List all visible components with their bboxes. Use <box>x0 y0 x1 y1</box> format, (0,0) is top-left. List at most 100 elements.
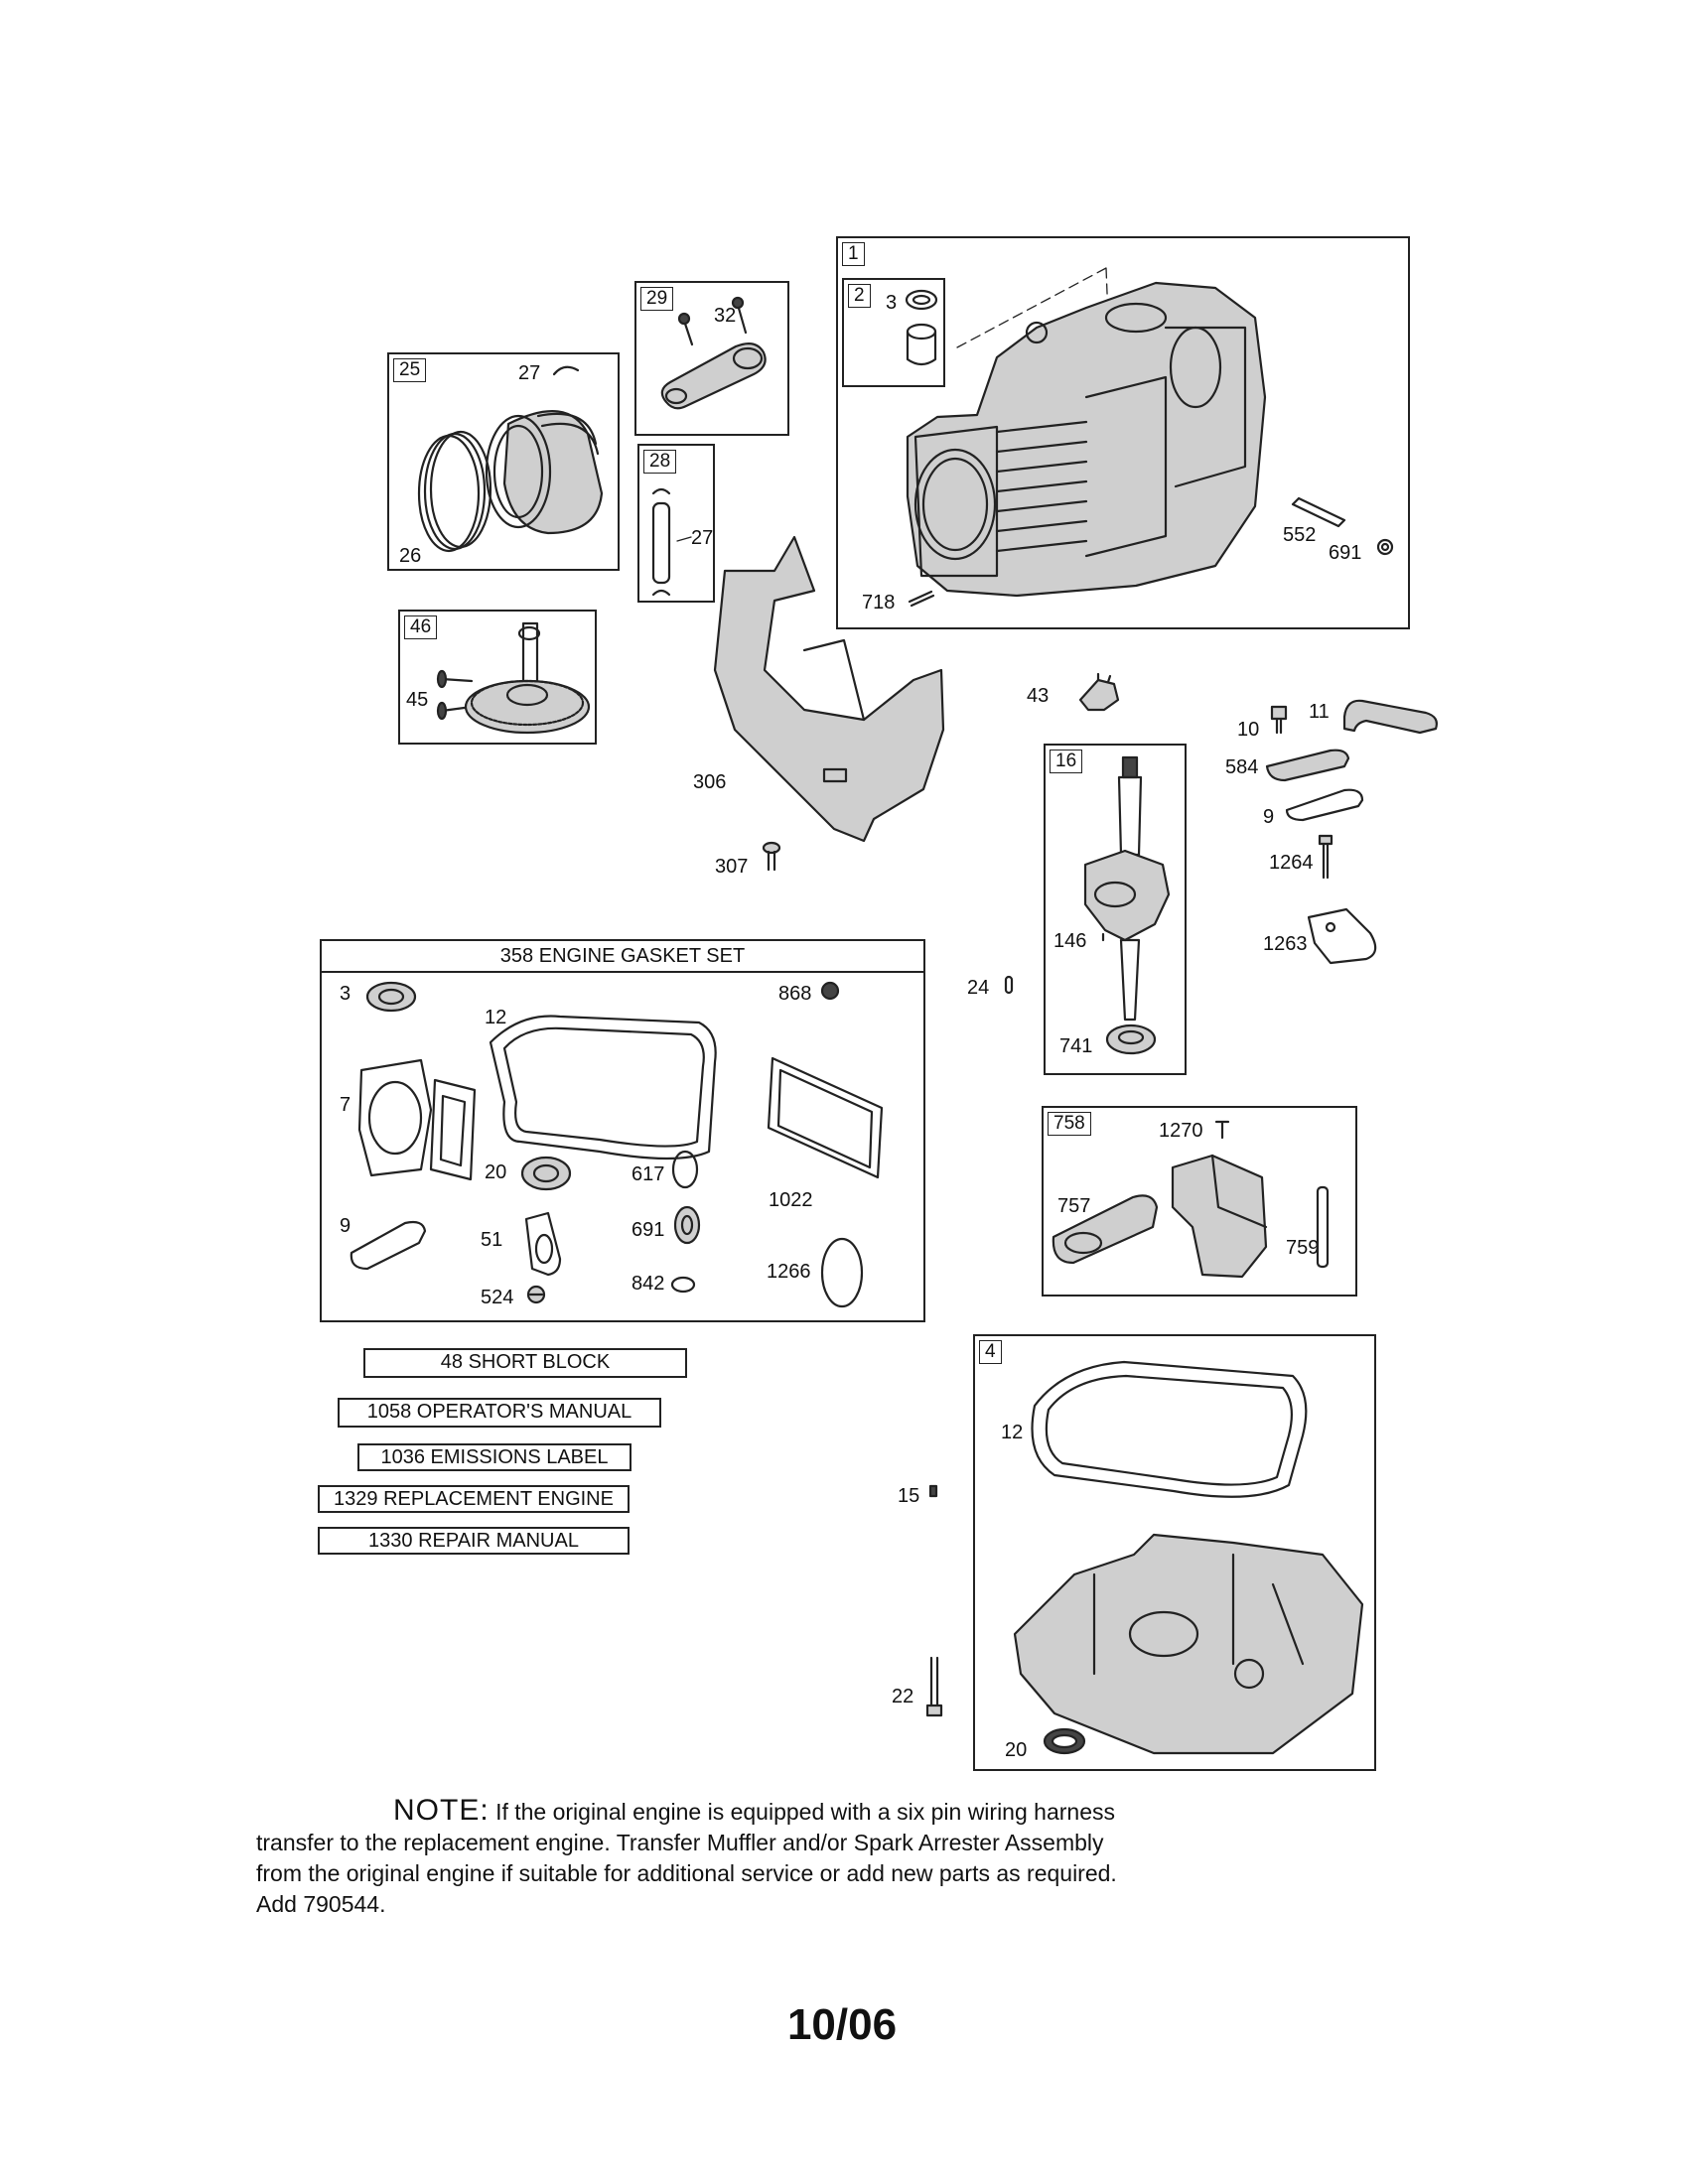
gasket-9b-icon <box>350 1220 427 1271</box>
gasket-part-9-label: 9 <box>340 1215 351 1237</box>
part-32-label: 32 <box>714 305 737 327</box>
switch-43-icon <box>1078 672 1120 712</box>
clip-27-icon <box>552 365 580 376</box>
sump-box-id: 4 <box>979 1340 1002 1364</box>
cylinder-box-id: 1 <box>842 242 865 266</box>
bearing-subbox-id: 2 <box>848 284 871 308</box>
nut-691-icon <box>1376 538 1394 556</box>
piston-pin-drawing <box>651 487 692 597</box>
pin-24-icon <box>1004 975 1014 995</box>
connecting-rod-box: 29 32 <box>634 281 789 436</box>
gasket-part-7-label: 7 <box>340 1094 351 1116</box>
part-11-label: 11 <box>1309 701 1330 723</box>
part-9-label: 9 <box>1263 806 1275 828</box>
camshaft-box-id: 46 <box>404 615 438 639</box>
gasket-part-842-label: 842 <box>632 1273 665 1295</box>
piston-pin-box-id: 28 <box>643 450 677 474</box>
part-691-label: 691 <box>1329 542 1362 564</box>
part-759-label: 759 <box>1286 1237 1320 1259</box>
gasket-part-51-label: 51 <box>481 1229 503 1251</box>
part-1270-label: 1270 <box>1159 1120 1203 1142</box>
plate-1263-icon <box>1307 907 1377 965</box>
piston-pin-box: 28 27 <box>637 444 715 603</box>
connecting-rod-box-id: 29 <box>640 287 674 311</box>
gasket-part-12-label: 12 <box>485 1007 507 1028</box>
bolt-10-icon <box>1270 705 1288 735</box>
plug-15-icon <box>928 1484 938 1498</box>
gasket-part-617-label: 617 <box>632 1163 665 1185</box>
bolt-1264-icon <box>1318 834 1333 880</box>
crankcase-gasket-12-icon <box>489 1015 717 1160</box>
cylinder-box: 1 2 3 552 691 718 <box>836 236 1410 629</box>
part-10-label: 10 <box>1237 719 1260 741</box>
connecting-rod-drawing <box>660 296 767 410</box>
kit-label-operators-manual: 1058 OPERATOR'S MANUAL <box>338 1398 661 1428</box>
gasket-51-icon <box>524 1211 562 1277</box>
seal-20-icon <box>520 1156 572 1191</box>
part-146-label: 146 <box>1053 930 1087 952</box>
part-15-label: 15 <box>898 1485 920 1507</box>
gasket-set-box: 358 ENGINE GASKET SET 3 12 868 7 20 617 … <box>320 939 925 1322</box>
gasket-part-20-label: 20 <box>485 1161 507 1183</box>
bolt-22-icon <box>925 1656 943 1717</box>
note-line-4: Add 790544. <box>256 1891 386 1917</box>
piston-drawing <box>417 410 604 553</box>
seal-3-icon <box>365 981 417 1013</box>
part-741-label: 741 <box>1059 1035 1093 1057</box>
gasket-part-1266-label: 1266 <box>767 1261 811 1283</box>
bearing-icon <box>905 289 938 366</box>
part-22-label: 22 <box>892 1686 914 1707</box>
pin-718-icon <box>908 590 935 608</box>
revision-date: 10/06 <box>786 2000 898 2049</box>
part-45-label: 45 <box>406 689 429 711</box>
note-line-3: from the original engine if suitable for… <box>256 1860 1117 1886</box>
sump-box: 4 12 20 <box>973 1334 1376 1771</box>
part-20b-label: 20 <box>1005 1739 1028 1761</box>
piston-box-id: 25 <box>393 358 427 382</box>
oring-1266-icon <box>820 1237 864 1308</box>
governor-box-id: 758 <box>1048 1112 1091 1136</box>
part-24-label: 24 <box>967 977 990 999</box>
part-306-label: 306 <box>693 771 727 793</box>
piston-box: 25 27 26 <box>387 352 620 571</box>
cover-584-icon <box>1265 749 1350 782</box>
part-43-label: 43 <box>1027 685 1050 707</box>
crankshaft-box-id: 16 <box>1050 750 1083 773</box>
part-552-label: 552 <box>1283 524 1317 546</box>
camshaft-drawing <box>436 621 591 735</box>
air-guide-306-drawing <box>713 535 945 843</box>
gasket-part-691-label: 691 <box>632 1219 665 1241</box>
gasket-part-868-label: 868 <box>778 983 812 1005</box>
cover-gasket-1022-icon <box>767 1056 884 1179</box>
note-heading: NOTE: <box>393 1794 490 1827</box>
plug-868-icon <box>820 981 840 1001</box>
dowel-pin-drawing <box>1291 496 1346 528</box>
gasket-part-1022-label: 1022 <box>769 1189 813 1211</box>
bearing-subbox: 2 3 <box>842 278 945 387</box>
oring-842-icon <box>670 1276 696 1294</box>
part-26-label: 26 <box>399 545 422 567</box>
part-27b-label: 27 <box>691 527 714 549</box>
screw-1270-icon <box>1214 1120 1230 1140</box>
kit-label-repair-manual: 1330 REPAIR MANUAL <box>318 1527 630 1555</box>
gasket-part-3-label: 3 <box>340 983 351 1005</box>
camshaft-box: 46 45 <box>398 610 597 745</box>
note-line-2: transfer to the replacement engine. Tran… <box>256 1830 1104 1855</box>
kit-label-replacement-engine: 1329 REPLACEMENT ENGINE <box>318 1485 630 1513</box>
kit-label-short-block: 48 SHORT BLOCK <box>363 1348 687 1378</box>
part-1263-label: 1263 <box>1263 933 1308 955</box>
governor-drawing <box>1052 1154 1330 1279</box>
part-27-label: 27 <box>518 362 541 384</box>
governor-box: 758 1270 757 759 <box>1042 1106 1357 1297</box>
crankshaft-drawing <box>1083 755 1171 1055</box>
part-757-label: 757 <box>1057 1195 1091 1217</box>
sump-drawing <box>1013 1360 1364 1755</box>
seal-691-icon <box>673 1205 701 1245</box>
cylinder-block-drawing <box>906 267 1267 598</box>
gasket-9-icon <box>1285 788 1364 822</box>
part-1264-label: 1264 <box>1269 852 1314 874</box>
part-718-label: 718 <box>862 592 896 614</box>
gasket-set-title: 358 ENGINE GASKET SET <box>322 941 923 973</box>
crankshaft-box: 16 146 741 <box>1044 744 1187 1075</box>
head-gasket-7-icon <box>357 1058 477 1181</box>
